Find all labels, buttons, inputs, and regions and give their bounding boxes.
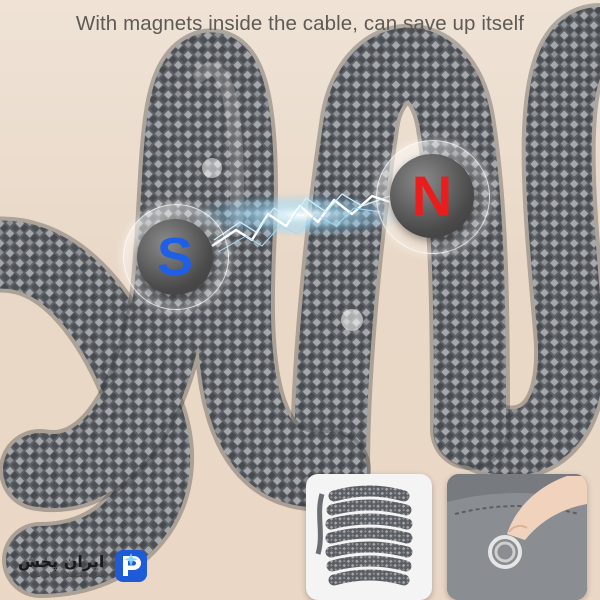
magnet-south-icon: S	[137, 219, 213, 295]
backpack-thumbnail	[447, 474, 587, 600]
electric-spark-icon	[190, 193, 410, 253]
droplet-decoration	[202, 158, 222, 178]
cable-coil-front	[0, 29, 371, 513]
cable-coil-back	[433, 3, 600, 480]
brand-tagline: همراه همیشگی موبایل شما	[29, 570, 105, 579]
cable-coil-middle	[290, 23, 510, 510]
coiled-cable-thumbnail	[306, 474, 432, 600]
magnet-north-icon: N	[390, 154, 474, 238]
brand-logo-icon	[115, 550, 148, 582]
brand-name: ایران پخش	[18, 551, 105, 571]
south-pole-label: S	[156, 227, 194, 287]
droplet-decoration	[341, 309, 363, 331]
headline: With magnets inside the cable, can save …	[75, 12, 525, 35]
brand-watermark: ایران پخش همراه همیشگی موبایل شما	[18, 546, 148, 586]
north-pole-label: N	[411, 164, 453, 227]
